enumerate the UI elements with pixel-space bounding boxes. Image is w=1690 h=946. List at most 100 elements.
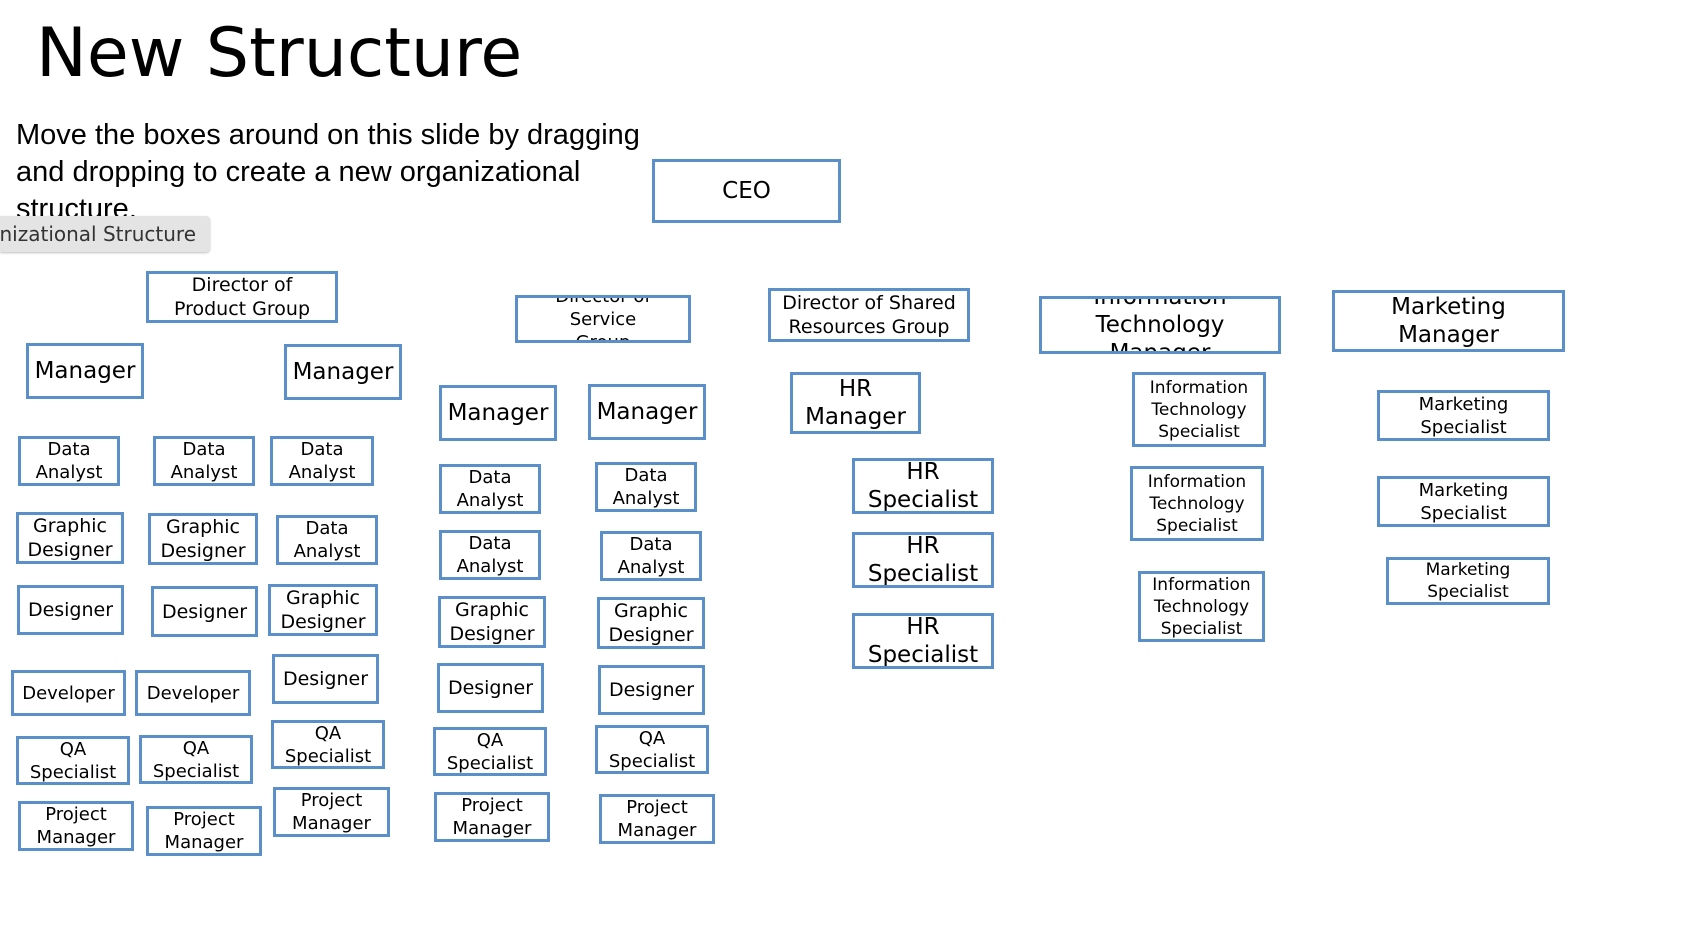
box-label: Designer <box>161 600 248 623</box>
designer-box[interactable]: Designer <box>437 663 544 713</box>
data-analyst-box[interactable]: Data Analyst <box>153 436 255 486</box>
data-analyst-box[interactable]: Data Analyst <box>439 530 541 580</box>
project-manager-box[interactable]: Project Manager <box>434 792 550 842</box>
graphic-designer-box[interactable]: Graphic Designer <box>438 596 546 648</box>
designer-box[interactable]: Designer <box>272 654 379 704</box>
box-label: Data Analyst <box>456 467 524 511</box>
manager-box[interactable]: Manager <box>439 385 557 441</box>
developer-box[interactable]: Developer <box>135 670 251 716</box>
box-label: Information Technology Specialist <box>1152 574 1251 639</box>
graphic-designer-box[interactable]: Graphic Designer <box>16 512 124 564</box>
director-product-group-box[interactable]: Director of Product Group <box>146 271 338 323</box>
box-label: Data Analyst <box>456 533 524 577</box>
manager-box[interactable]: Manager <box>26 343 144 399</box>
box-label: Marketing Specialist <box>1425 560 1511 602</box>
marketing-specialist-box[interactable]: Marketing Specialist <box>1386 557 1550 605</box>
project-manager-box[interactable]: Project Manager <box>146 806 262 856</box>
box-label: Data Analyst <box>293 518 361 562</box>
qa-specialist-box[interactable]: QA Specialist <box>433 727 547 776</box>
box-label: Information Technology Manager <box>1093 296 1227 354</box>
graphic-designer-box[interactable]: Graphic Designer <box>597 597 705 649</box>
box-label: Director of Service Group <box>555 295 651 343</box>
box-label: HR Specialist <box>867 459 979 513</box>
qa-specialist-box[interactable]: QA Specialist <box>595 725 709 774</box>
project-manager-box[interactable]: Project Manager <box>18 801 134 851</box>
manager-box[interactable]: Manager <box>284 344 402 400</box>
box-label: CEO <box>722 178 771 204</box>
box-label: Information Technology Specialist <box>1149 377 1249 442</box>
data-analyst-box[interactable]: Data Analyst <box>276 515 378 565</box>
box-label: Designer <box>447 677 534 699</box>
tooltip: anizational Structure <box>0 216 210 252</box>
box-label: Graphic Designer <box>449 599 535 645</box>
box-label: Project Manager <box>617 797 697 841</box>
hr-specialist-box[interactable]: HR Specialist <box>852 458 994 514</box>
box-label: QA Specialist <box>608 727 696 772</box>
project-manager-box[interactable]: Project Manager <box>273 787 390 837</box>
qa-specialist-box[interactable]: QA Specialist <box>16 736 130 785</box>
hr-manager-box[interactable]: HR Manager <box>790 372 921 434</box>
graphic-designer-box[interactable]: Graphic Designer <box>268 584 378 636</box>
hr-specialist-box[interactable]: HR Specialist <box>852 532 994 588</box>
it-specialist-box[interactable]: Information Technology Specialist <box>1132 372 1266 447</box>
box-label: Manager <box>292 359 394 385</box>
box-label: Manager <box>34 358 136 384</box>
box-label: Graphic Designer <box>608 600 694 646</box>
box-label: Marketing Manager <box>1391 294 1506 348</box>
data-analyst-box[interactable]: Data Analyst <box>439 464 541 514</box>
box-label: Marketing Specialist <box>1418 479 1509 524</box>
data-analyst-box[interactable]: Data Analyst <box>18 436 120 486</box>
designer-box[interactable]: Designer <box>151 586 258 637</box>
box-label: Marketing Specialist <box>1418 393 1509 438</box>
box-label: Data Analyst <box>617 534 685 578</box>
designer-box[interactable]: Designer <box>17 585 124 635</box>
box-label: Data Analyst <box>170 439 238 483</box>
box-label: Data Analyst <box>35 439 103 483</box>
it-specialist-box[interactable]: Information Technology Specialist <box>1130 466 1264 541</box>
box-label: Information Technology Specialist <box>1147 471 1247 536</box>
it-manager-box[interactable]: Information Technology Manager <box>1039 296 1281 354</box>
box-label: HR Specialist <box>867 614 979 668</box>
manager-box[interactable]: Manager <box>588 384 706 440</box>
marketing-specialist-box[interactable]: Marketing Specialist <box>1377 476 1550 527</box>
box-label: HR Specialist <box>867 533 979 587</box>
data-analyst-box[interactable]: Data Analyst <box>270 436 374 486</box>
box-label: Project Manager <box>36 804 116 848</box>
data-analyst-box[interactable]: Data Analyst <box>595 462 697 512</box>
marketing-manager-box[interactable]: Marketing Manager <box>1332 290 1565 352</box>
box-label: Developer <box>146 682 240 704</box>
hr-specialist-box[interactable]: HR Specialist <box>852 613 994 669</box>
instructions-text: Move the boxes around on this slide by d… <box>16 119 640 221</box>
box-label: QA Specialist <box>152 737 240 782</box>
project-manager-box[interactable]: Project Manager <box>599 794 715 844</box>
designer-box[interactable]: Designer <box>598 665 705 715</box>
data-analyst-box[interactable]: Data Analyst <box>600 531 702 581</box>
slide-title: New Structure <box>36 14 523 93</box>
marketing-specialist-box[interactable]: Marketing Specialist <box>1377 390 1550 441</box>
box-label: Project Manager <box>164 809 244 853</box>
box-label: QA Specialist <box>29 738 117 783</box>
it-specialist-box[interactable]: Information Technology Specialist <box>1138 571 1265 642</box>
box-label: Project Manager <box>452 795 532 839</box>
director-service-group-box[interactable]: Director of Service Group <box>515 295 691 343</box>
box-label: Graphic Designer <box>280 587 366 633</box>
graphic-designer-box[interactable]: Graphic Designer <box>148 513 258 565</box>
ceo-box[interactable]: CEO <box>652 159 841 223</box>
box-label: Manager <box>447 400 549 426</box>
box-label: Developer <box>22 682 115 704</box>
box-label: Data Analyst <box>288 439 356 483</box>
director-shared-resources-box[interactable]: Director of Shared Resources Group <box>768 288 970 342</box>
developer-box[interactable]: Developer <box>11 670 126 716</box>
box-label: Graphic Designer <box>27 515 113 561</box>
box-label: Designer <box>282 668 369 690</box>
qa-specialist-box[interactable]: QA Specialist <box>139 735 253 784</box>
box-label: Designer <box>27 599 114 621</box>
box-label: QA Specialist <box>284 722 372 767</box>
box-label: Project Manager <box>292 790 371 834</box>
box-label: Manager <box>596 399 698 425</box>
box-label: Designer <box>608 679 695 701</box>
box-label: Director of Product Group <box>173 274 311 320</box>
box-label: Graphic Designer <box>160 516 246 562</box>
box-label: Director of Shared Resources Group <box>782 292 956 338</box>
qa-specialist-box[interactable]: QA Specialist <box>271 720 385 769</box>
